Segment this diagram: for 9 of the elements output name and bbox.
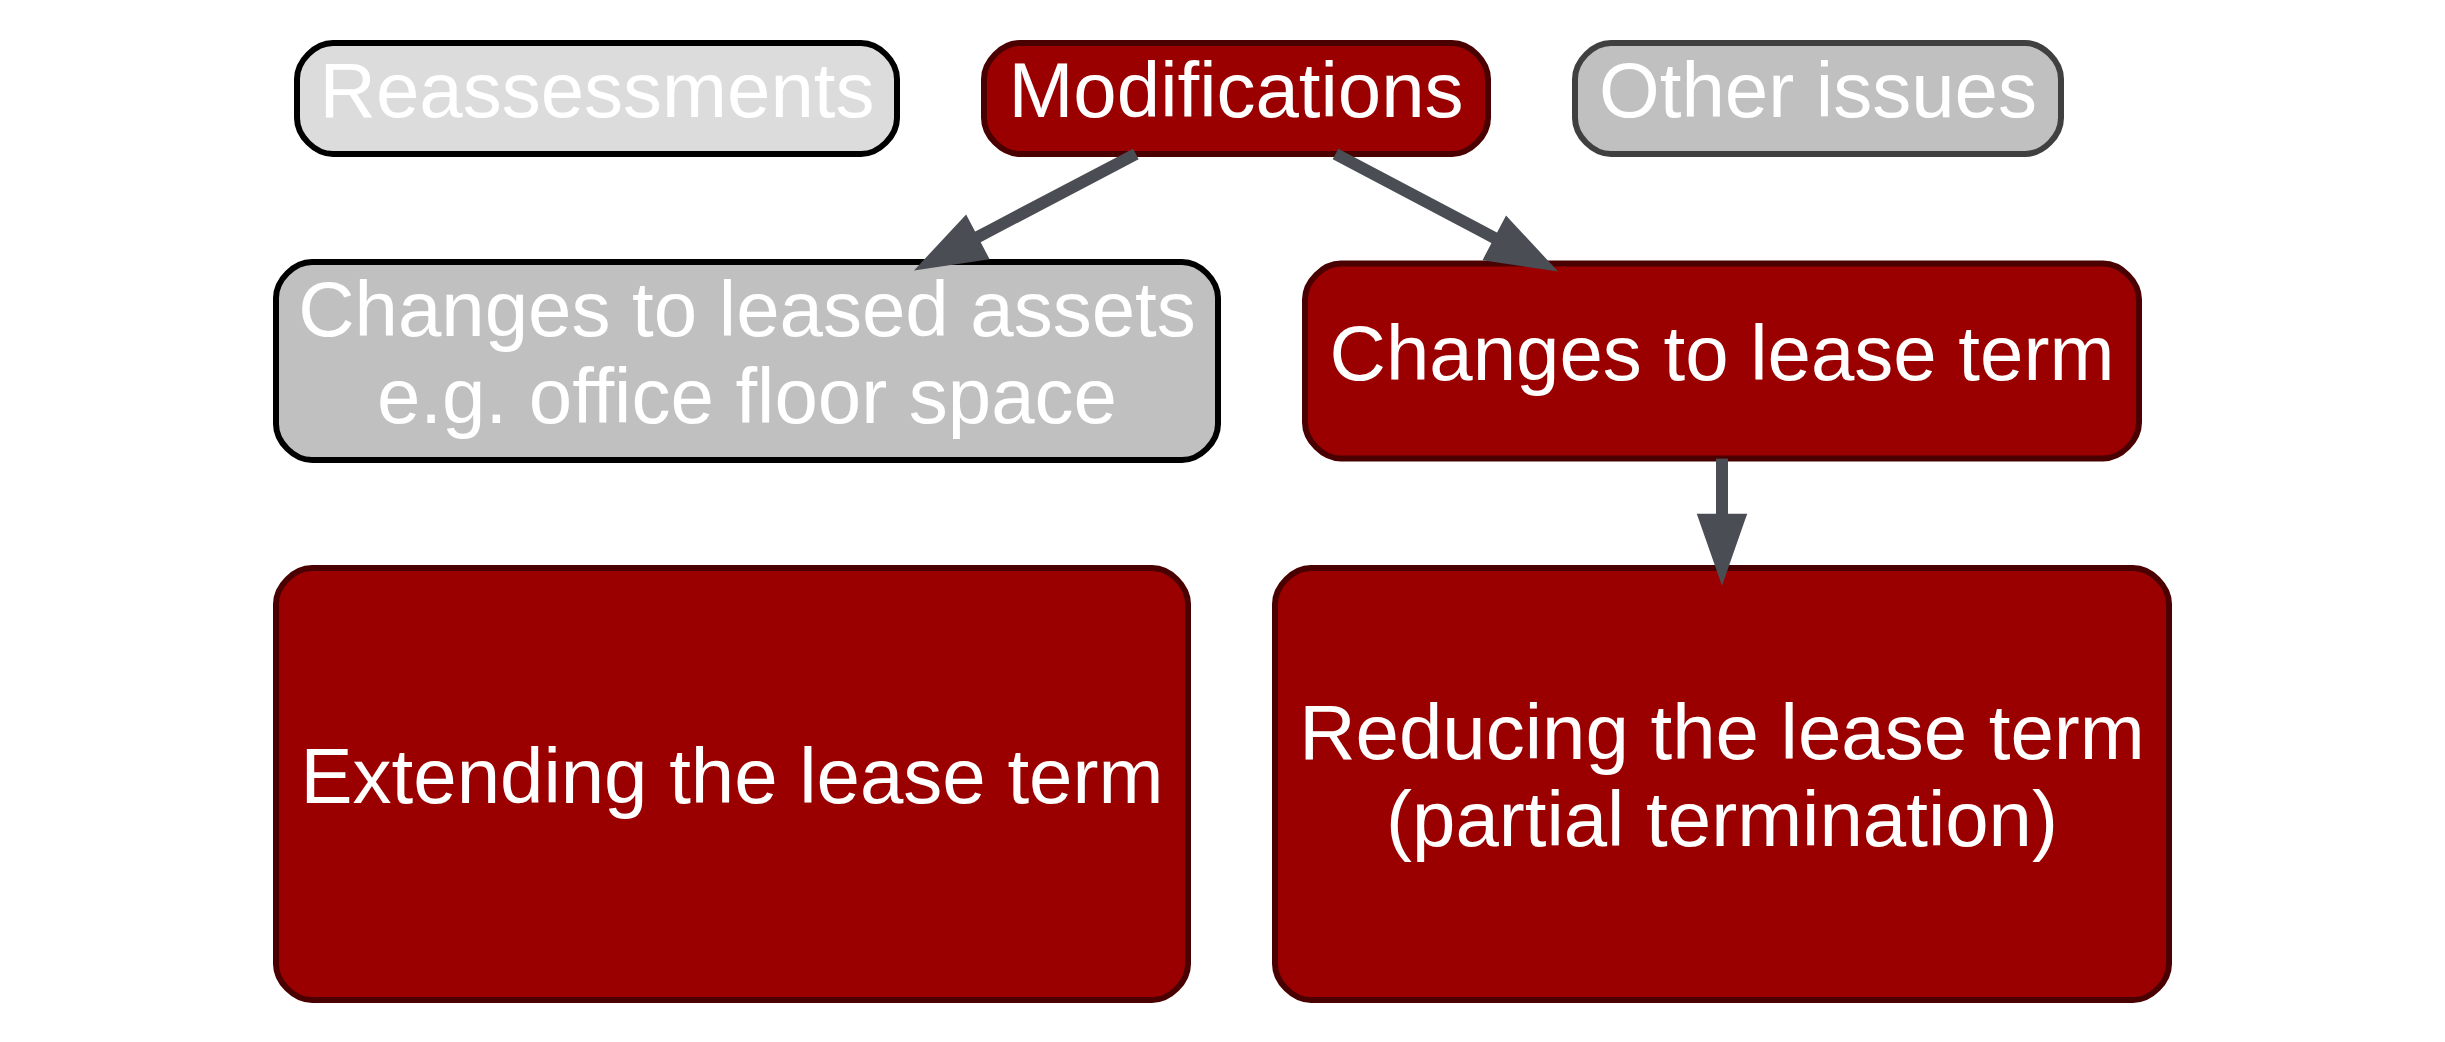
arrow: [1332, 148, 1559, 271]
node-box: Modifications: [981, 39, 1491, 157]
node-box: Reducing the lease term (partial termination): [1272, 564, 2172, 1003]
node-box: Changes to leased assets e.g. office floor space: [273, 258, 1221, 463]
arrow: [1696, 458, 1748, 586]
node-box: Extending the lease term: [273, 564, 1191, 1003]
node-box: Other issues: [1572, 39, 2064, 157]
arrow: [913, 148, 1139, 270]
node-box: Changes to lease term: [1302, 260, 2142, 461]
